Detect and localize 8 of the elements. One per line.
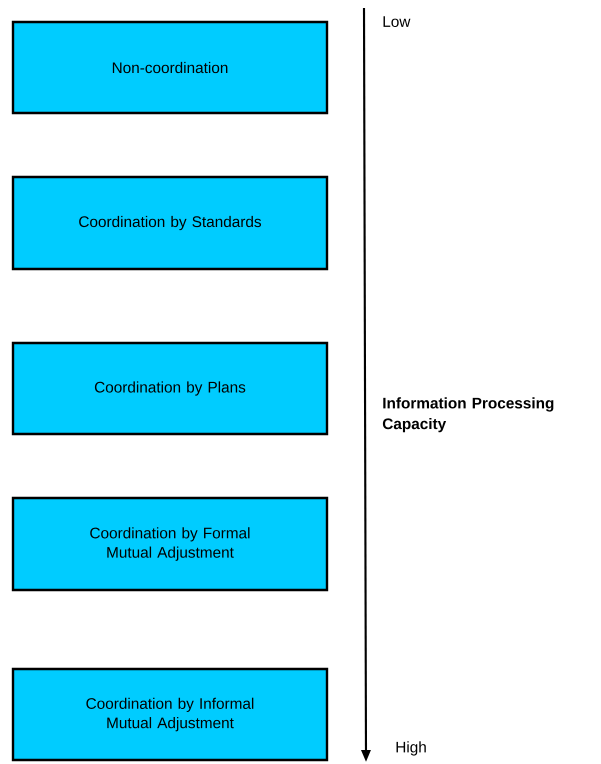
process-box: Coordination by Informal Mutual Adjustment bbox=[12, 668, 328, 762]
process-box: Coordination by Standards bbox=[12, 176, 328, 270]
process-box: Coordination by Formal Mutual Adjustment bbox=[12, 496, 328, 592]
process-box: Coordination by Plans bbox=[12, 342, 328, 436]
axis-label: High bbox=[396, 741, 426, 756]
axis-label: Low bbox=[384, 16, 410, 27]
axis-label: Information Processing Capacity bbox=[382, 397, 554, 432]
process-box: Non-coordination bbox=[12, 20, 328, 114]
